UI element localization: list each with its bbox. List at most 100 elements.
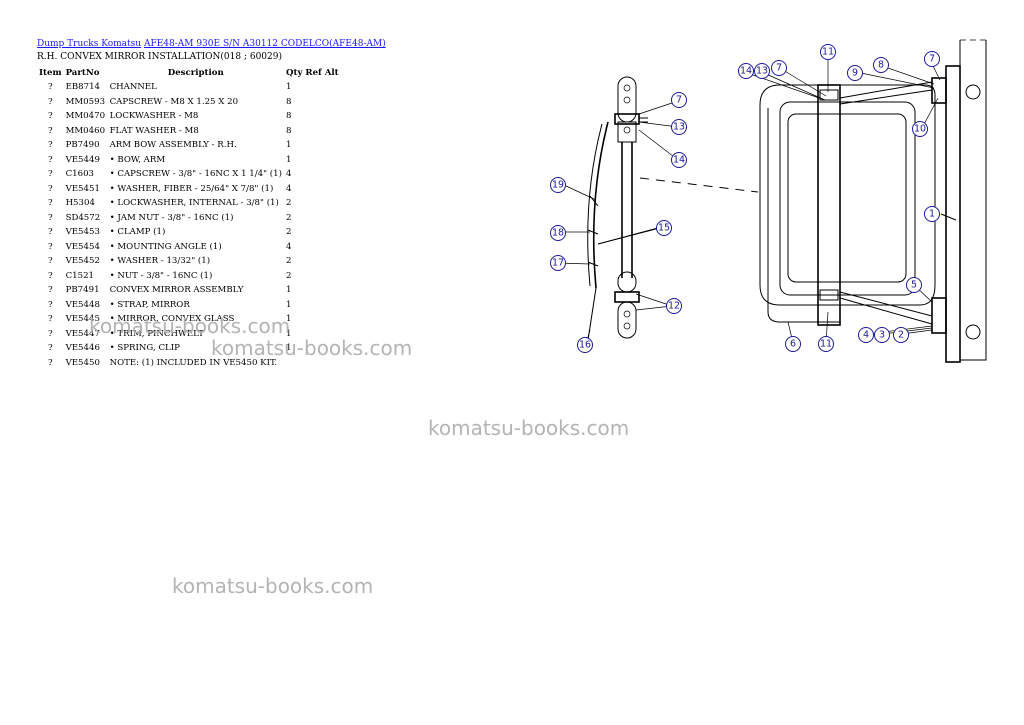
cell-qty: 8 xyxy=(285,125,292,136)
cell-item: ? xyxy=(47,96,53,107)
col-item-header: Item xyxy=(39,68,62,78)
cell-partno: C1521 xyxy=(65,270,95,281)
parts-table: Item PartNo Description Qty Ref Alt ? EB8… xyxy=(37,66,341,370)
callout-balloons: 11 14 13 7 9 8 7 10 7 13 14 19 15 18 17 … xyxy=(550,44,940,353)
cell-partno: MM0460 xyxy=(65,125,106,136)
cell-partno: C1603 xyxy=(65,169,95,180)
cell-description: • LOCKWASHER, INTERNAL - 3/8" (1) xyxy=(109,198,279,209)
cell-partno: VE5447 xyxy=(65,328,100,339)
cell-qty: 8 xyxy=(285,96,292,107)
cell-description: NOTE: (1) INCLUDED IN VE5450 KIT. xyxy=(109,357,278,368)
cell-partno: PB7490 xyxy=(65,140,100,151)
watermark: komatsu-books.com xyxy=(428,416,630,440)
cell-qty: 2 xyxy=(285,212,292,223)
cell-partno: EB8714 xyxy=(65,82,101,93)
callout-label: 12 xyxy=(668,301,680,312)
watermark: komatsu-books.com xyxy=(172,574,374,598)
cell-item: ? xyxy=(47,285,53,296)
breadcrumb-link-dump-trucks[interactable]: Dump Trucks Komatsu xyxy=(37,39,142,49)
col-qty-ref-alt-header: Qty Ref Alt xyxy=(285,68,339,78)
cell-partno: VE5449 xyxy=(65,154,100,165)
cell-description: • MOUNTING ANGLE (1) xyxy=(109,241,222,252)
cell-item: ? xyxy=(47,212,53,223)
cell-partno: MM0593 xyxy=(65,96,106,107)
callout-label: 17 xyxy=(552,258,564,269)
cell-qty: 2 xyxy=(285,227,292,238)
cell-item: ? xyxy=(47,111,53,122)
col-partno-header: PartNo xyxy=(65,68,100,78)
table-row: ?H5304• LOCKWASHER, INTERNAL - 3/8" (1)2 xyxy=(37,196,341,211)
cell-qty: 8 xyxy=(285,111,292,122)
cell-description: • CAPSCREW - 3/8" - 16NC X 1 1/4" (1) xyxy=(109,169,282,180)
cell-qty: 1 xyxy=(285,314,292,325)
table-row: ? PB7490 ARM BOW ASSEMBLY - R.H. 1 xyxy=(37,138,341,153)
callout-label: 7 xyxy=(676,95,682,106)
callout-label: 14 xyxy=(740,66,752,77)
table-row: ?VE5451• WASHER, FIBER - 25/64" X 7/8" (… xyxy=(37,182,341,197)
cell-qty: 1 xyxy=(285,82,292,93)
cell-item: ? xyxy=(47,169,53,180)
cell-description: CHANNEL xyxy=(109,82,157,93)
cell-partno: VE5454 xyxy=(65,241,100,252)
callout-label: 5 xyxy=(911,280,917,291)
breadcrumb-link-model[interactable]: AFE48-AM 930E S/N A30112 CODELCO(AFE48-A… xyxy=(143,39,386,49)
callout-label: 3 xyxy=(879,330,885,341)
cell-description: FLAT WASHER - M8 xyxy=(109,125,199,136)
cell-qty: 4 xyxy=(285,241,292,252)
cell-partno: PB7491 xyxy=(65,285,100,296)
cell-partno: VE5453 xyxy=(65,227,100,238)
cell-qty: 2 xyxy=(285,270,292,281)
cell-item: ? xyxy=(47,125,53,136)
cell-partno: VE5452 xyxy=(65,256,100,267)
cell-item: ? xyxy=(47,140,53,151)
cell-partno: VE5445 xyxy=(65,314,100,325)
callout-label: 2 xyxy=(898,330,904,341)
callout-label: 10 xyxy=(914,124,926,135)
watermark: komatsu-books.com xyxy=(89,314,291,338)
side-view-arm-assembly xyxy=(587,76,659,341)
cell-partno: VE5448 xyxy=(65,299,100,310)
cell-item: ? xyxy=(47,241,53,252)
callout-label: 1 xyxy=(929,209,935,220)
front-view-mirror-assembly xyxy=(759,39,987,363)
cell-item: ? xyxy=(47,82,53,93)
callout-label: 18 xyxy=(552,228,564,239)
cell-description: • CLAMP (1) xyxy=(109,227,166,238)
cell-description: • NUT - 3/8" - 16NC (1) xyxy=(109,270,213,281)
cell-description: CAPSCREW - M8 X 1.25 X 20 xyxy=(109,96,239,107)
cell-qty: 4 xyxy=(285,183,292,194)
cell-description: CONVEX MIRROR ASSEMBLY xyxy=(109,285,244,296)
cell-item: ? xyxy=(47,314,53,325)
cell-description: • SPRING, CLIP xyxy=(109,343,180,354)
cell-item: ? xyxy=(47,270,53,281)
cell-qty: 1 xyxy=(285,285,292,296)
table-row: ?SD4572• JAM NUT - 3/8" - 16NC (1)2 xyxy=(37,211,341,226)
page-title: R.H. CONVEX MIRROR INSTALLATION(018 ; 60… xyxy=(37,52,282,62)
callout-label: 15 xyxy=(658,223,670,234)
callout-label: 11 xyxy=(822,47,834,58)
callout-label: 6 xyxy=(790,339,796,350)
cell-partno: MM0470 xyxy=(65,111,106,122)
cell-qty: 1 xyxy=(285,299,292,310)
watermark: komatsu-books.com xyxy=(211,336,413,360)
table-row: ? C1521 • NUT - 3/8" - 16NC (1) 2 xyxy=(37,269,341,284)
table-header-row: Item PartNo Description Qty Ref Alt xyxy=(37,66,341,80)
cell-item: ? xyxy=(47,343,53,354)
callout-label: 7 xyxy=(929,54,935,65)
table-row: ? C1603 • CAPSCREW - 3/8" - 16NC X 1 1/4" … xyxy=(37,167,341,182)
cell-item: ? xyxy=(47,299,53,310)
cell-qty: 1 xyxy=(285,140,292,151)
callout-label: 13 xyxy=(673,122,685,133)
table-row: ? PB7491 CONVEX MIRROR ASSEMBLY 1 xyxy=(37,283,341,298)
cell-description: LOCKWASHER - M8 xyxy=(109,111,199,122)
callout-label: 13 xyxy=(756,66,768,77)
cell-description: ARM BOW ASSEMBLY - R.H. xyxy=(109,140,237,151)
